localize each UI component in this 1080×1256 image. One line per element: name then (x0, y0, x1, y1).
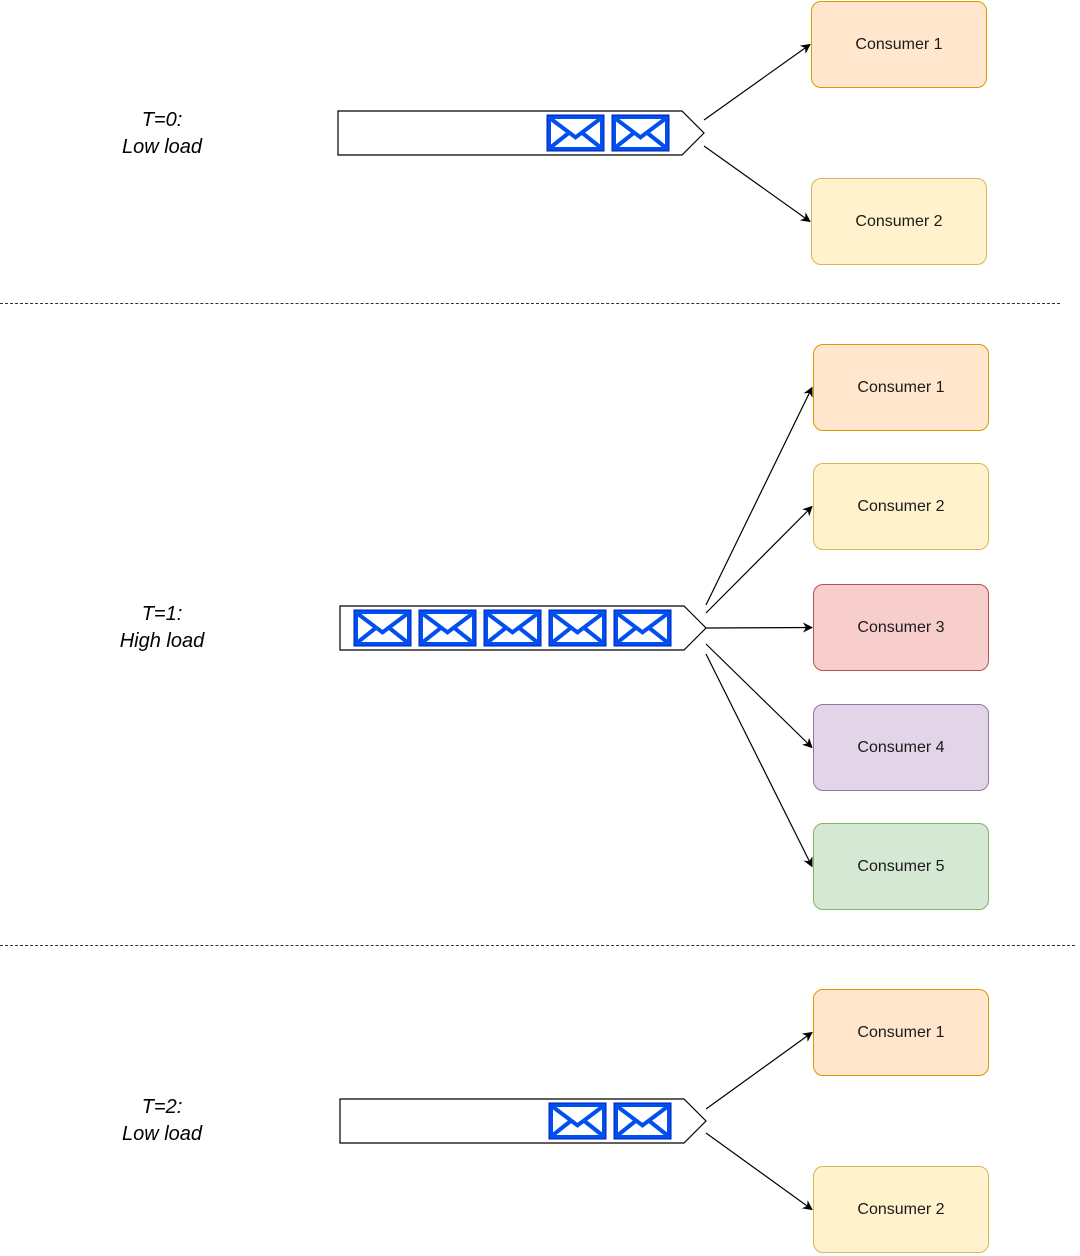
envelope-icon (611, 114, 670, 152)
message-queues (337, 110, 707, 1144)
consumer-box[interactable]: Consumer 1 (811, 1, 987, 88)
consumer-label: Consumer 1 (857, 378, 945, 396)
envelope-icon (548, 1102, 607, 1140)
connector-arrow (703, 145, 811, 223)
consumer-label: Consumer 2 (857, 1200, 945, 1218)
phase-load-label: Low load (121, 1123, 203, 1145)
connector-arrow (705, 505, 813, 614)
envelope-icon (613, 609, 672, 647)
consumer-box[interactable]: Consumer 2 (811, 178, 987, 265)
connector-arrow (703, 43, 811, 121)
envelope-icon (483, 609, 542, 647)
phase-label-t0: T=0: Low load (62, 107, 262, 161)
message-queue (339, 1098, 707, 1144)
consumer-box[interactable]: Consumer 2 (813, 1166, 989, 1253)
connector-arrow (705, 1132, 813, 1211)
connector-arrow (705, 622, 813, 633)
phase-load-label: High load (119, 630, 205, 652)
connector-arrow (705, 1031, 813, 1110)
phase-time-label: T=2: (141, 1096, 183, 1118)
envelope-icon (418, 609, 477, 647)
consumer-label: Consumer 2 (857, 497, 945, 515)
consumer-box[interactable]: Consumer 5 (813, 823, 989, 910)
consumer-label: Consumer 2 (855, 212, 943, 230)
phase-label-t2: T=2: Low load (62, 1094, 262, 1148)
phase-time-label: T=1: (141, 603, 183, 625)
envelope-icon (613, 1102, 672, 1140)
phase-load-label: Low load (121, 136, 203, 158)
envelope-icon (546, 114, 605, 152)
consumer-box[interactable]: Consumer 1 (813, 989, 989, 1076)
consumer-label: Consumer 1 (857, 1023, 945, 1041)
consumer-box[interactable]: Consumer 1 (813, 344, 989, 431)
connector-edges (703, 43, 813, 1211)
envelope-icon (353, 609, 412, 647)
consumer-box[interactable]: Consumer 2 (813, 463, 989, 550)
phase-label-t1: T=1: High load (62, 601, 262, 655)
phase-time-label: T=0: (141, 109, 183, 131)
phase-divider (0, 945, 1075, 946)
consumer-label: Consumer 4 (857, 738, 945, 756)
envelope-icon (548, 609, 607, 647)
consumer-box[interactable]: Consumer 3 (813, 584, 989, 671)
message-queue (339, 605, 707, 651)
message-queue (337, 110, 705, 156)
connector-arrow (705, 643, 813, 749)
consumer-label: Consumer 3 (857, 618, 945, 636)
phase-divider (0, 303, 1060, 304)
connector-arrow (705, 386, 813, 606)
consumer-label: Consumer 1 (855, 35, 943, 53)
connector-arrow (705, 653, 813, 868)
consumer-box[interactable]: Consumer 4 (813, 704, 989, 791)
consumer-label: Consumer 5 (857, 857, 945, 875)
